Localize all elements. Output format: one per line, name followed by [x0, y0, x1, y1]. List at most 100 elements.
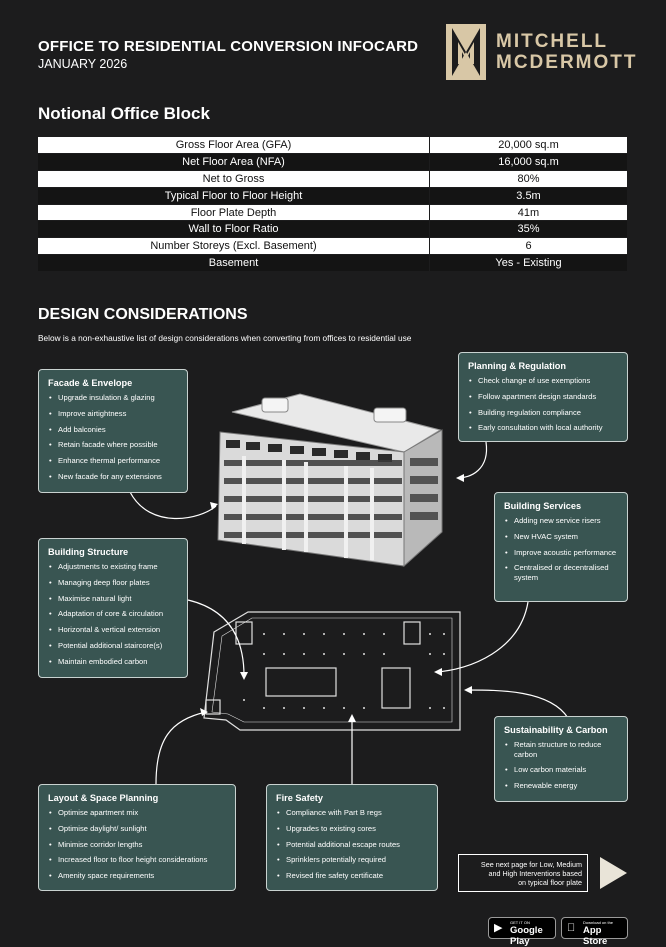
spec-value: 41m: [429, 203, 628, 222]
card-fire-safety: Fire Safety Compliance with Part B regsU…: [266, 784, 438, 891]
card-title: Planning & Regulation: [468, 361, 566, 371]
list-item: New HVAC system: [504, 532, 619, 542]
list-item: Minimise corridor lengths: [48, 840, 227, 850]
list-item: Compliance with Part B regs: [276, 808, 429, 818]
list-item: Improve acoustic performance: [504, 548, 619, 558]
spec-value: 35%: [429, 220, 628, 239]
next-note-line3: on typical floor plate: [518, 878, 582, 887]
card-sustainability-carbon: Sustainability & Carbon Retain structure…: [494, 716, 628, 802]
spec-label: Net Floor Area (NFA): [37, 152, 430, 171]
list-item: Adding new service risers: [504, 516, 619, 526]
card-list: Upgrade insulation & glazingImprove airt…: [48, 393, 179, 481]
design-heading: DESIGN CONSIDERATIONS: [38, 306, 248, 323]
card-planning-regulation: Planning & Regulation Check change of us…: [458, 352, 628, 442]
floor-plan-illustration: [203, 611, 461, 731]
list-item: Check change of use exemptions: [468, 376, 619, 386]
spec-value: 20,000 sq.m: [429, 136, 628, 154]
infocard-title: OFFICE TO RESIDENTIAL CONVERSION INFOCAR…: [38, 38, 419, 55]
list-item: Potential additional escape routes: [276, 840, 429, 850]
next-page-arrow-icon[interactable]: [600, 857, 627, 889]
list-item: Adaptation of core & circulation: [48, 609, 179, 619]
play-icon: ▶: [494, 922, 503, 934]
list-item: Early consultation with local authority: [468, 423, 619, 433]
list-item: Improve airtightness: [48, 409, 179, 419]
list-item: Low carbon materials: [504, 765, 619, 775]
brand-logo: MITCHELL MCDERMOTT: [446, 24, 636, 82]
list-item: Managing deep floor plates: [48, 578, 179, 588]
list-item: Retain facade where possible: [48, 440, 179, 450]
block-heading: Notional Office Block: [38, 104, 210, 123]
logo-text-line1: MITCHELL: [496, 31, 609, 52]
spec-value: 6: [429, 237, 628, 256]
spec-label: Gross Floor Area (GFA): [37, 136, 430, 154]
app-store-small: Download on the: [583, 920, 614, 925]
list-item: Optimise apartment mix: [48, 808, 227, 818]
card-list: Compliance with Part B regsUpgrades to e…: [276, 808, 429, 881]
list-item: Renewable energy: [504, 781, 619, 791]
card-title: Layout & Space Planning: [48, 793, 159, 803]
card-building-services: Building Services Adding new service ris…: [494, 492, 628, 602]
list-item: Centralised or decentralised system: [504, 563, 619, 582]
floor-plan-columns: [243, 633, 445, 709]
card-list: Adjustments to existing frameManaging de…: [48, 562, 179, 666]
logo-text-line2: MCDERMOTT: [496, 52, 638, 73]
card-list: Optimise apartment mixOptimise daylight/…: [48, 808, 227, 881]
connector-arrowheads: [200, 474, 472, 722]
connector-lines: [129, 441, 569, 785]
list-item: Potential additional staircore(s): [48, 641, 179, 651]
spec-label: Basement: [37, 254, 430, 273]
card-title: Facade & Envelope: [48, 378, 133, 388]
card-title: Fire Safety: [276, 793, 323, 803]
google-play-big: Google Play: [510, 925, 543, 947]
spec-row: Gross Floor Area (GFA)20,000 sq.m: [37, 136, 628, 154]
list-item: Adjustments to existing frame: [48, 562, 179, 572]
card-list: Retain structure to reduce carbonLow car…: [504, 740, 619, 791]
spec-value: Yes - Existing: [429, 254, 628, 273]
card-layout-space: Layout & Space Planning Optimise apartme…: [38, 784, 236, 891]
list-item: Optimise daylight/ sunlight: [48, 824, 227, 834]
next-note-line2: and High Interventions based: [488, 869, 582, 878]
list-item: Sprinklers potentially required: [276, 855, 429, 865]
infocard-date: JANUARY 2026: [38, 57, 128, 71]
spec-row: Net Floor Area (NFA)16,000 sq.m: [37, 152, 628, 171]
card-title: Building Services: [504, 501, 582, 511]
spec-label: Typical Floor to Floor Height: [37, 186, 430, 205]
list-item: Add balconies: [48, 425, 179, 435]
list-item: Revised fire safety certificate: [276, 871, 429, 881]
app-store-big: App Store: [583, 925, 608, 947]
list-item: Horizontal & vertical extension: [48, 625, 179, 635]
list-item: Upgrades to existing cores: [276, 824, 429, 834]
google-play-small: GET IT ON: [510, 920, 530, 925]
list-item: Maximise natural light: [48, 594, 179, 604]
list-item: Building regulation compliance: [468, 408, 619, 418]
card-title: Building Structure: [48, 547, 129, 557]
spec-value: 16,000 sq.m: [429, 152, 628, 171]
spec-value: 80%: [429, 169, 628, 188]
app-store-badge[interactable]:  Download on the App Store: [561, 917, 628, 947]
list-item: Enhance thermal performance: [48, 456, 179, 466]
card-title: Sustainability & Carbon: [504, 725, 608, 735]
list-item: Maintain embodied carbon: [48, 657, 179, 667]
office-building-illustration: [217, 393, 443, 568]
apple-icon: : [567, 923, 575, 934]
next-note-line1: See next page for Low, Medium: [480, 860, 582, 869]
design-intro: Below is a non-exhaustive list of design…: [38, 333, 412, 343]
google-play-badge[interactable]: ▶ GET IT ON Google Play: [488, 917, 556, 947]
next-page-note[interactable]: See next page for Low, Medium and High I…: [458, 854, 588, 892]
card-list: Adding new service risersNew HVAC system…: [504, 516, 619, 582]
list-item: Retain structure to reduce carbon: [504, 740, 619, 759]
card-building-structure: Building Structure Adjustments to existi…: [38, 538, 188, 678]
list-item: New facade for any extensions: [48, 472, 179, 482]
spec-row: Number Storeys (Excl. Basement)6: [37, 237, 628, 256]
list-item: Amenity space requirements: [48, 871, 227, 881]
list-item: Follow apartment design standards: [468, 392, 619, 402]
card-list: Check change of use exemptionsFollow apa…: [468, 376, 619, 433]
card-facade-envelope: Facade & Envelope Upgrade insulation & g…: [38, 369, 188, 493]
list-item: Increased floor to floor height consider…: [48, 855, 227, 865]
list-item: Upgrade insulation & glazing: [48, 393, 179, 403]
